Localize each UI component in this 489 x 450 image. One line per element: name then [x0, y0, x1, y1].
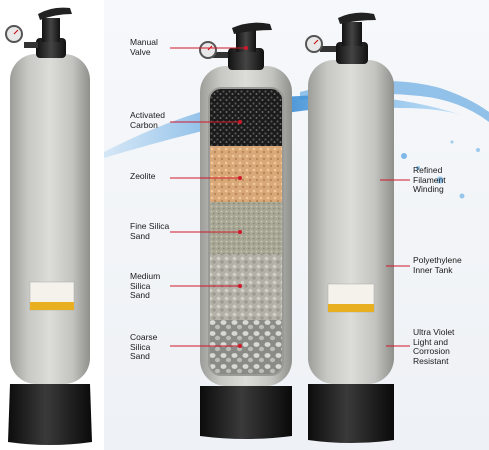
pressure-gauge-icon	[199, 41, 217, 59]
right-pointer-lines	[380, 179, 410, 347]
right-filter-tank	[305, 12, 394, 443]
label-zeolite: Zeolite	[130, 171, 156, 181]
layer-zeolite	[209, 146, 283, 202]
manual-valve-icon	[232, 22, 272, 34]
left-pointer-dots	[238, 46, 248, 348]
middle-cutaway-tank	[199, 22, 292, 439]
layer-medium-silica-sand	[209, 254, 283, 320]
left-filter-tank	[5, 7, 92, 445]
label-refined-filament-winding: Refined Filament Winding	[413, 165, 446, 194]
layer-fine-silica-sand	[209, 202, 283, 254]
label-ultra-violet-light: Ultra Violet Light and Corrosion Resista…	[413, 327, 455, 366]
background-panel	[104, 0, 489, 450]
layer-coarse-silica-sand	[209, 320, 283, 375]
label-manual-valve: Manual Valve	[130, 37, 158, 57]
pressure-gauge-icon	[305, 35, 323, 53]
label-polyethylene-inner-tank: Polyethylene Inner Tank	[413, 255, 462, 275]
label-activated-carbon: Activated Carbon	[130, 110, 165, 130]
label-medium-silica-sand: Medium Silica Sand	[130, 271, 161, 300]
left-pointer-lines	[170, 47, 246, 347]
label-fine-silica-sand: Fine Silica Sand	[130, 221, 170, 241]
label-coarse-silica-sand: Coarse Silica Sand	[130, 332, 158, 361]
layer-activated-carbon	[209, 88, 283, 146]
pressure-gauge-icon	[5, 25, 23, 43]
